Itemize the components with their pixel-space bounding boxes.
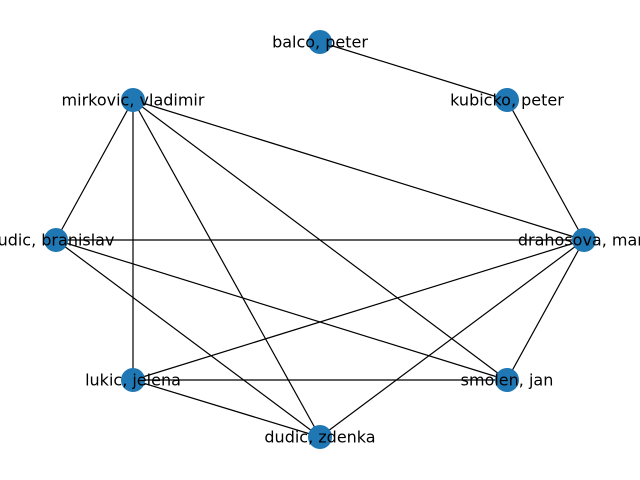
node-label-dudic_b: udic, branislav (0, 231, 114, 250)
edge-drahosova-lukic (132, 239, 585, 381)
edge-dudic_b-smolen (55, 239, 508, 381)
node-label-drahosova: drahosova, mart (518, 231, 640, 250)
edge-layer (55, 41, 585, 438)
node-kubicko (495, 88, 519, 112)
edge-mirkovic-dudic_z (132, 99, 321, 438)
node-dudic_z (308, 425, 332, 449)
node-label-balco: balco, peter (272, 33, 368, 52)
edge-mirkovic-dudic_b (55, 99, 134, 241)
edge-lukic-dudic_z (132, 379, 321, 438)
label-layer: balco, peter kubicko, peter drahosova, mar… (0, 33, 640, 447)
node-dudic_b (44, 228, 68, 252)
edge-drahosova-smolen (506, 239, 585, 381)
edge-balco-kubicko (319, 41, 508, 101)
edge-drahosova-dudic_z (319, 239, 585, 438)
node-label-mirkovic: mirkovic, vladimir (62, 91, 205, 110)
node-smolen (495, 368, 519, 392)
edge-kubicko-drahosova (506, 99, 585, 241)
edge-dudic_b-dudic_z (55, 239, 321, 438)
node-label-lukic: lukic, jelena (85, 371, 181, 390)
node-layer (44, 30, 596, 449)
node-mirkovic (121, 88, 145, 112)
node-label-smolen: smolen, jan (461, 371, 554, 390)
edge-mirkovic-drahosova (132, 99, 585, 241)
node-balco (308, 30, 332, 54)
node-label-kubicko: kubicko, peter (450, 91, 564, 110)
node-drahosova (572, 228, 596, 252)
node-label-dudic_z: dudic, zdenka (264, 428, 375, 447)
node-lukic (121, 368, 145, 392)
